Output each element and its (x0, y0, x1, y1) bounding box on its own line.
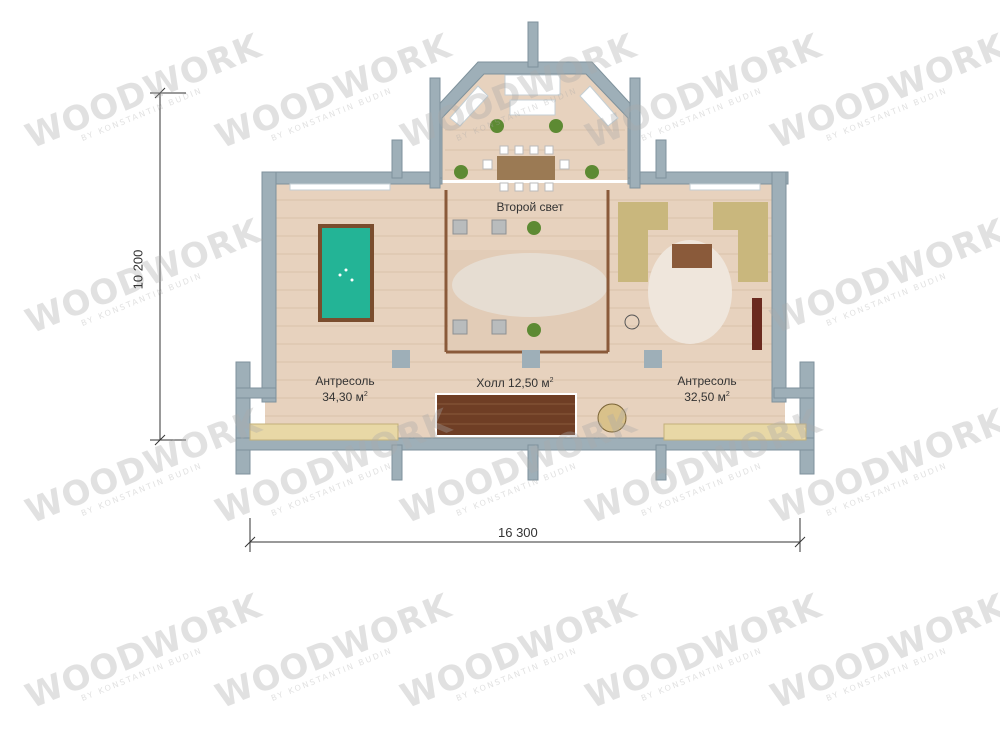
room-label-right-mezzanine: Антресоль 32,50 м2 (652, 374, 762, 404)
dining-table (482, 145, 570, 192)
room-area: 34,30 м2 (322, 390, 368, 404)
room-name: Антресоль (677, 374, 737, 388)
room-name: Антресоль (315, 374, 375, 388)
columns (392, 350, 662, 368)
room-label-hall: Холл 12,50 м2 (476, 376, 554, 390)
benches (249, 423, 807, 441)
dimension-width: 16 300 (498, 525, 538, 540)
billiard-table (318, 224, 374, 322)
armchairs (452, 219, 507, 335)
walls (235, 21, 815, 481)
windows (289, 74, 761, 191)
dimension-height: 10 200 (130, 249, 146, 290)
staircase (435, 393, 577, 437)
dimension-lines (150, 87, 806, 552)
room-area: 32,50 м2 (684, 390, 730, 404)
plants (454, 119, 599, 337)
room-label-left-mezzanine: Антресоль 34,30 м2 (290, 374, 400, 404)
living-room-furniture (597, 202, 768, 433)
room-label-second-light: Второй свет (496, 200, 564, 214)
